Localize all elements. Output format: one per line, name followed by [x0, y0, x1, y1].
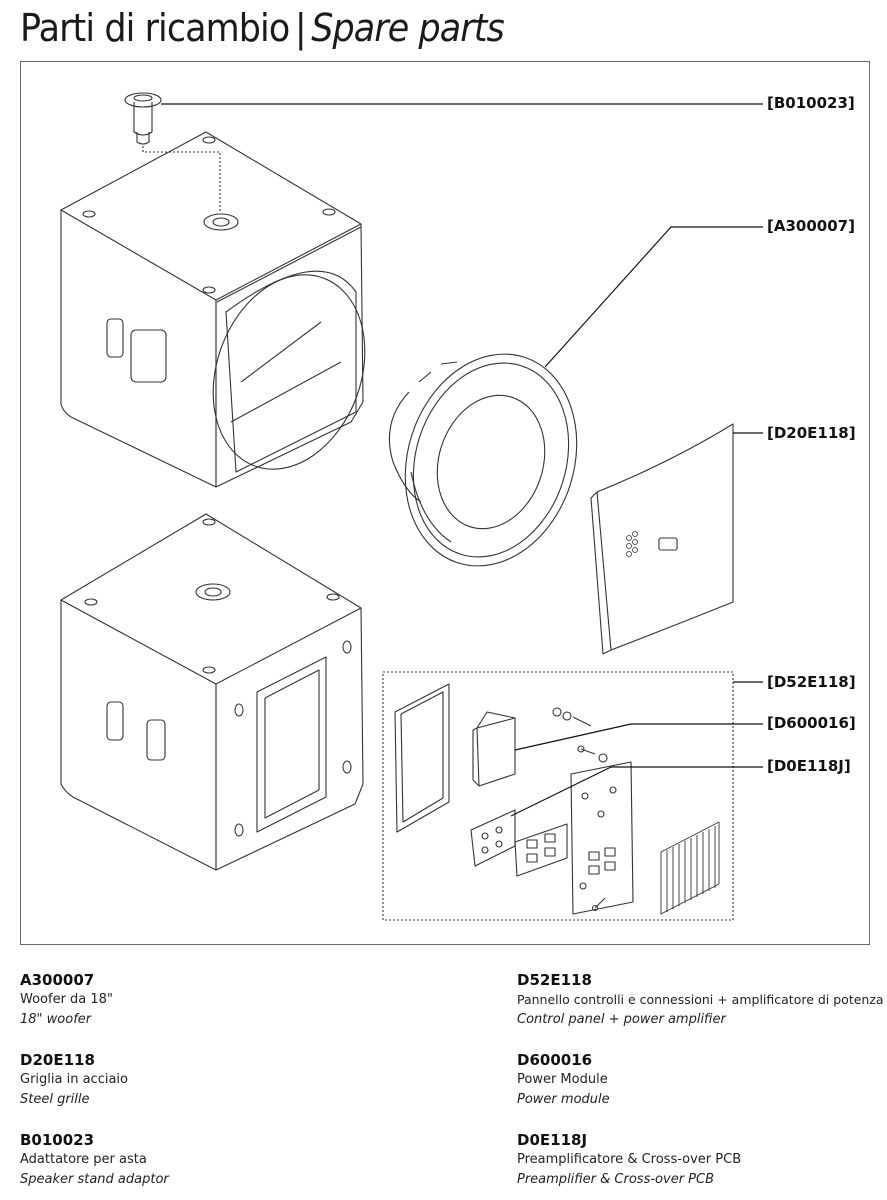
callout-label: [D52E118] [767, 673, 856, 691]
steel-grille-drawing [590, 423, 734, 655]
exploded-diagram-frame: [B010023] [A300007] [D20E118] [D52E118] … [20, 61, 870, 945]
callout-leaders [161, 103, 763, 817]
part-description-italian: Power Module [517, 1072, 608, 1087]
page-title: Parti di ricambio|Spare parts [20, 6, 505, 50]
part-code: D600016 [517, 1051, 593, 1069]
title-italian: Parti di ricambio [20, 6, 290, 50]
part-code: A300007 [20, 971, 95, 989]
title-english: Spare parts [311, 6, 505, 50]
power-module-drawing [472, 711, 516, 787]
callout-label: [D20E118] [767, 424, 856, 442]
control-plate-drawing [570, 761, 634, 915]
part-code: D0E118J [517, 1131, 588, 1149]
title-separator: | [294, 6, 307, 50]
part-entry: B010023 Adattatore per asta Speaker stan… [20, 1130, 380, 1190]
lower-cabinet-drawing [60, 513, 364, 871]
part-code: D52E118 [517, 971, 592, 989]
part-description-italian: Woofer da 18" [20, 992, 113, 1007]
preamp-pcb-drawing [470, 809, 516, 867]
callout-label: [B010023] [767, 94, 855, 112]
part-entry: A300007 Woofer da 18" 18" woofer [20, 970, 380, 1030]
stand-adaptor-drawing [124, 92, 221, 212]
connectors-block-drawing [514, 823, 568, 877]
part-description-english: Steel grille [20, 1092, 90, 1107]
part-description-italian: Adattatore per asta [20, 1152, 147, 1167]
callout-label: [D600016] [767, 714, 856, 732]
upper-cabinet-drawing [60, 131, 366, 488]
part-entry: D600016 Power Module Power module [517, 1050, 877, 1110]
part-entry: D20E118 Griglia in acciaio Steel grille [20, 1050, 380, 1110]
control-panel-group-box [382, 671, 734, 921]
callout-label: [A300007] [767, 217, 855, 235]
part-description-english: Control panel + power amplifier [517, 1012, 726, 1027]
callout-label: [D0E118J] [767, 757, 851, 775]
screws-drawing [552, 707, 608, 912]
part-description-italian: Pannello controlli e connessioni + ampli… [517, 992, 884, 1007]
part-description-italian: Preamplificatore & Cross-over PCB [517, 1152, 742, 1167]
part-code: B010023 [20, 1131, 95, 1149]
part-description-english: Power module [517, 1092, 610, 1107]
heatsink-drawing [660, 821, 720, 915]
part-description-english: Preamplifier & Cross-over PCB [517, 1172, 714, 1187]
part-description-english: 18" woofer [20, 1012, 92, 1027]
part-description-english: Speaker stand adaptor [20, 1172, 169, 1187]
part-code: D20E118 [20, 1051, 95, 1069]
part-entry: D52E118 Pannello controlli e connessioni… [517, 970, 884, 1030]
woofer-drawing [388, 353, 578, 567]
part-entry: D0E118J Preamplificatore & Cross-over PC… [517, 1130, 877, 1190]
part-description-italian: Griglia in acciaio [20, 1072, 128, 1087]
exploded-diagram [60, 92, 763, 921]
panel-frame-drawing [394, 683, 450, 833]
